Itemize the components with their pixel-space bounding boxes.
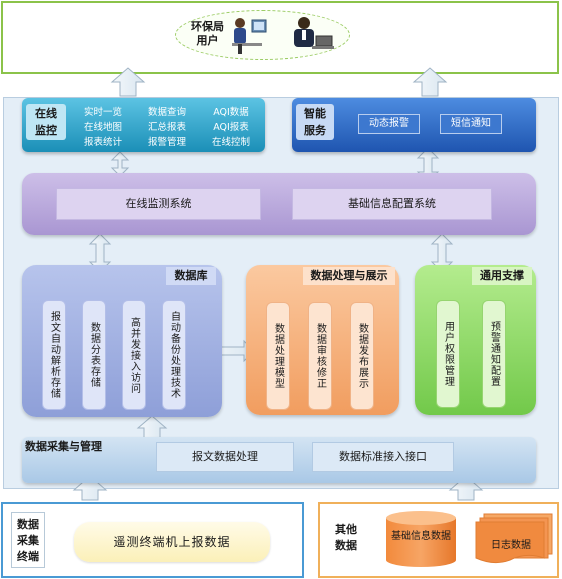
menu-item-aqi-report[interactable]: AQI报表 (213, 122, 249, 133)
log-data-label: 日志数据 (491, 540, 531, 551)
database-title: 数据库 (166, 267, 216, 285)
other-data-title: 其他 数据 (335, 523, 357, 552)
collection-title: 数据采集与管理 (25, 440, 102, 453)
proc-col-model: 数据处理模型 (266, 302, 290, 410)
dynamic-alarm-button[interactable]: 动态报警 (358, 114, 420, 134)
basic-data-cylinder-icon (386, 511, 456, 567)
menu-item-realtime[interactable]: 实时一览 (83, 107, 122, 118)
basic-data-label: 基础信息数据 (391, 531, 451, 542)
processing-title: 数据处理与展示 (303, 267, 395, 285)
proc-col-publish: 数据发布展示 (350, 302, 374, 410)
support-title: 通用支撑 (472, 267, 532, 285)
support-col-warning: 预警通知配置 (482, 300, 506, 408)
db-col-concurrent: 高并发接入访问 (122, 300, 146, 410)
menu-item-aqi-data[interactable]: AQI数据 (213, 107, 249, 118)
db-col-parse: 报文自动解析存储 (42, 300, 66, 410)
support-panel (415, 265, 536, 415)
terminal-upload: 遥测终端机上报数据 (74, 522, 270, 562)
online-monitor-system[interactable]: 在线监测系统 (56, 188, 261, 220)
menu-item-control[interactable]: 在线控制 (211, 137, 250, 148)
menu-item-stats[interactable]: 报表统计 (83, 137, 122, 148)
message-processing[interactable]: 报文数据处理 (156, 442, 294, 472)
smart-service-title: 智能 服务 (296, 104, 334, 140)
db-col-split: 数据分表存储 (82, 300, 106, 410)
db-col-backup: 自动备份处理技术 (162, 300, 186, 410)
user-person-icon (232, 18, 267, 54)
menu-item-summary[interactable]: 汇总报表 (147, 122, 186, 133)
sms-notify-button[interactable]: 短信通知 (440, 114, 502, 134)
support-col-permission: 用户权限管理 (436, 300, 460, 408)
standard-interface[interactable]: 数据标准接入接口 (312, 442, 454, 472)
terminal-title-box: 数据采集终端 (11, 512, 45, 568)
users-ellipse (175, 10, 350, 60)
proc-col-audit: 数据审核修正 (308, 302, 332, 410)
online-monitor-menu: 实时一览 数据查询 AQI数据 在线地图 汇总报表 AQI报表 报表统计 报警管… (72, 104, 262, 148)
menu-item-query[interactable]: 数据查询 (147, 107, 186, 118)
online-monitor-title: 在线 监控 (26, 104, 66, 140)
user-person-icon-2 (294, 17, 334, 49)
log-data-docs-icon (475, 513, 553, 564)
menu-item-map[interactable]: 在线地图 (83, 122, 122, 133)
menu-item-alarm[interactable]: 报警管理 (147, 137, 186, 148)
users-label: 环保局 用户 (191, 20, 224, 47)
basic-config-system[interactable]: 基础信息配置系统 (292, 188, 492, 220)
